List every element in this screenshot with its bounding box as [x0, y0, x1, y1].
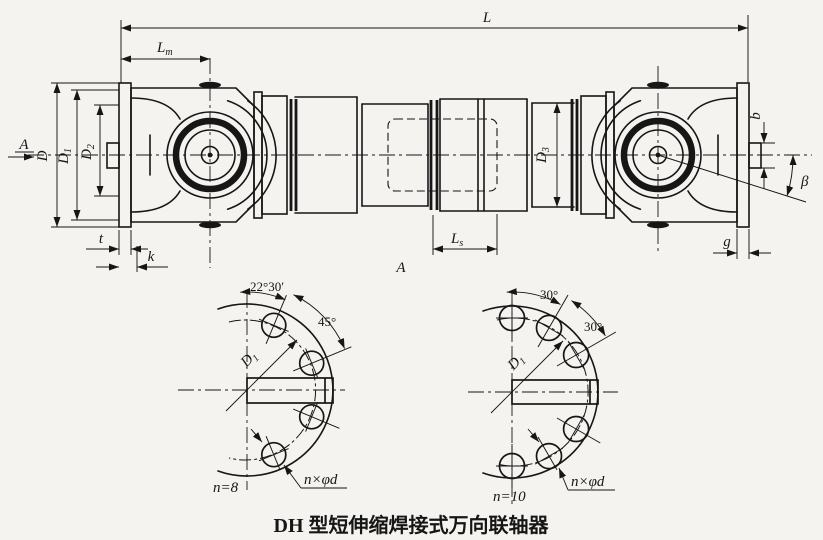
hole-count-right: n=10 [493, 489, 526, 505]
dim-b: b [748, 112, 775, 189]
dim-g: g [713, 229, 771, 259]
bolt-circle-label-left: D1 [237, 348, 262, 373]
angle-label-30-b: 30° [584, 319, 602, 334]
angle-label-30-a: 30° [540, 287, 558, 302]
dim-label-Lm: Lm [156, 40, 173, 58]
dim-t: t [86, 230, 148, 255]
dim-label-D3: D3 [534, 147, 552, 164]
dim-beta: β [657, 154, 809, 203]
bolt-holes-left [258, 295, 352, 470]
key-bar-left [246, 377, 334, 404]
holes-spec-right: n×φd [571, 474, 605, 490]
hole-count-left: n=8 [213, 480, 239, 496]
section-label-A-left: A [18, 137, 29, 153]
dim-D3: D3 [534, 103, 561, 207]
flange-view-right: 30° 30° D1 n×φd n=10 [468, 287, 618, 506]
dim-L: L [120, 10, 749, 83]
dim-D-stack: D D1 D2 [35, 82, 119, 228]
angle-label-22-30: 22°30′ [250, 279, 284, 294]
shaft-middle [294, 96, 575, 214]
dim-label-b: b [748, 112, 764, 120]
dim-label-t: t [99, 231, 104, 247]
dim-label-beta: β [800, 174, 809, 190]
bolt-holes-right [496, 294, 617, 488]
dim-k: k [96, 246, 168, 272]
figure-caption: DH 型短伸缩焊接式万向联轴器 [274, 513, 550, 537]
dim-Lm: Lm [121, 40, 210, 63]
dim-label-k: k [148, 249, 155, 265]
dim-label-g: g [723, 234, 731, 250]
dim-label-L: L [482, 10, 491, 26]
key-bar-right [511, 379, 599, 405]
hidden-inner-tube [387, 118, 498, 192]
dim-label-D: D [35, 150, 51, 162]
section-label-A-bottom: A [395, 260, 406, 276]
section-arrow-A-left: A [8, 137, 34, 161]
main-view: L Lm D D1 D2 t [8, 10, 812, 276]
holes-spec-left: n×φd [304, 472, 338, 488]
dim-Ls: Ls [432, 214, 498, 255]
bolt-circle-label-right: D1 [504, 351, 529, 376]
dim-label-D1: D1 [56, 148, 74, 165]
centerlines [28, 58, 812, 268]
angle-label-45: 45° [318, 314, 336, 329]
dim-label-Ls: Ls [450, 231, 463, 249]
left-yoke [107, 82, 296, 228]
flange-view-left: 22°30′ 45° D1 n×φd n=8 [178, 279, 352, 496]
dim-label-D2: D2 [79, 144, 97, 161]
